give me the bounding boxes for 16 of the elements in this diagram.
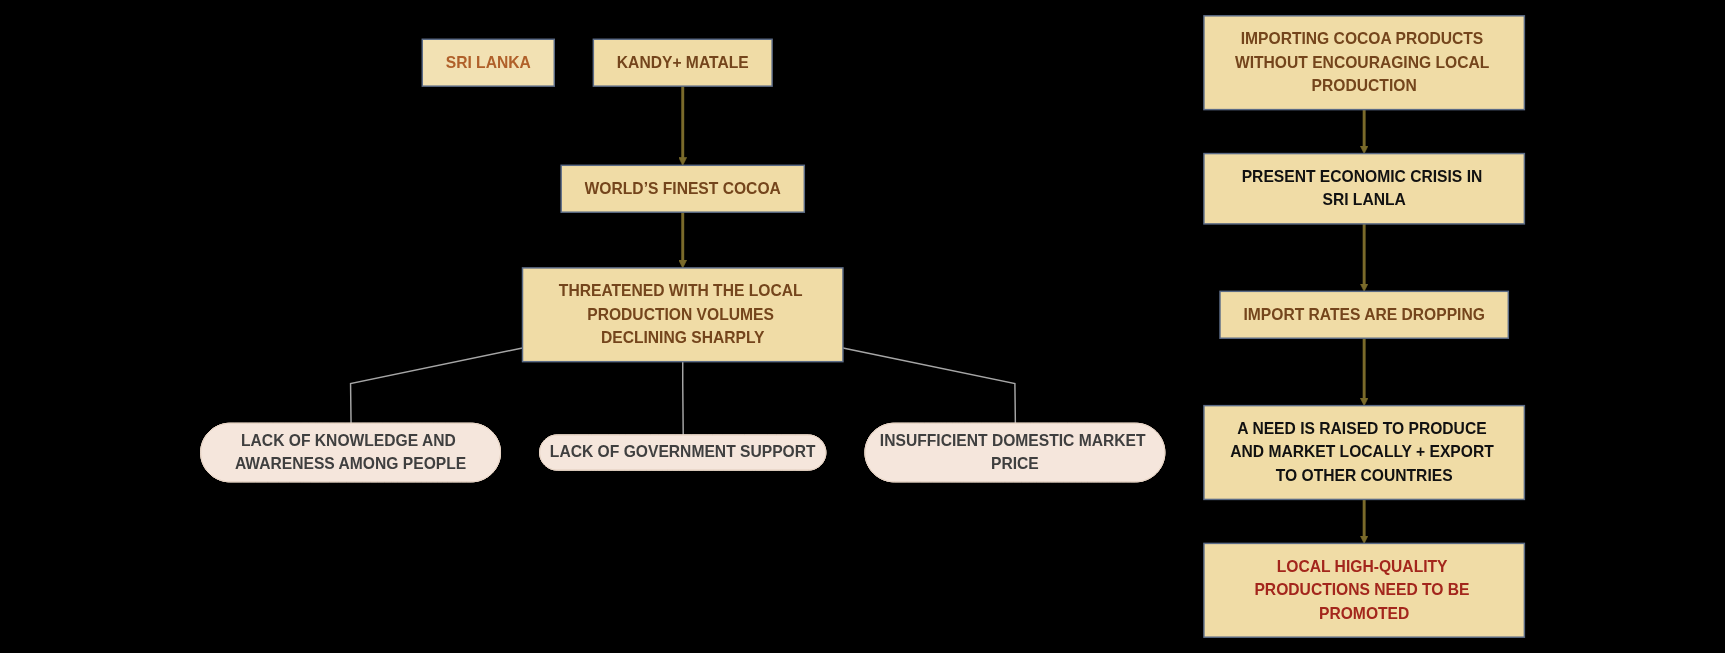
arrow bbox=[678, 212, 688, 269]
node-box: PRESENT ECONOMIC CRISIS IN SRI LANLA bbox=[1203, 152, 1526, 225]
node-box: KANDY+ MATALE bbox=[592, 38, 773, 87]
arrow bbox=[678, 86, 688, 166]
node-box: IMPORT RATES ARE DROPPING bbox=[1219, 290, 1510, 339]
arrow bbox=[1359, 109, 1369, 154]
node-box: SRI LANKA bbox=[421, 38, 555, 87]
node-box: THREATENED WITH THE LOCAL PRODUCTION VOLUMES DECLINING SHARPLY bbox=[521, 267, 844, 363]
node-box: LOCAL HIGH-QUALITY PRODUCTIONS NEED TO BE PROMOTED bbox=[1203, 542, 1526, 638]
arrow bbox=[1359, 223, 1369, 292]
node-box: WORLD’S FINEST COCOA bbox=[560, 164, 806, 213]
arrow bbox=[1359, 338, 1369, 407]
arrow bbox=[1359, 499, 1369, 544]
connector bbox=[842, 347, 1017, 425]
node-box: IMPORTING COCOA PRODUCTS WITHOUT ENCOURAGING LOCAL PRODUCTION bbox=[1203, 15, 1526, 111]
node-box: A NEED IS RAISED TO PRODUCE AND MARKET LOCALLY + EXPORT TO OTHER COUNTRIES bbox=[1203, 404, 1526, 501]
